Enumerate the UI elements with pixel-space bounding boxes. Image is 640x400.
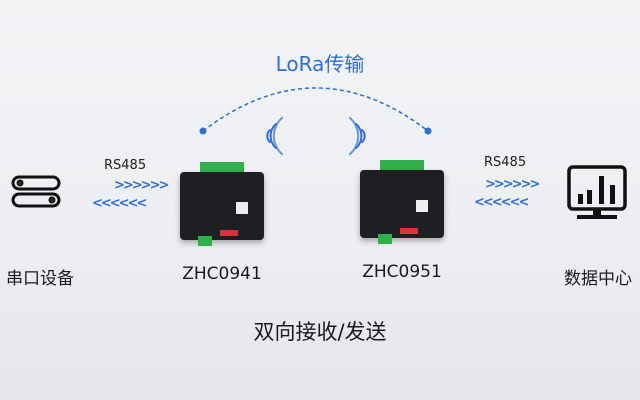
data-center-label: 数据中心 bbox=[564, 269, 632, 289]
device-zhc0941-image bbox=[180, 162, 264, 248]
serial-device-label: 串口设备 bbox=[6, 269, 74, 289]
left-receive-arrows: <<<<<< bbox=[92, 196, 147, 211]
bidirectional-caption: 双向接收/发送 bbox=[253, 320, 387, 344]
left-protocol-label: RS485 bbox=[104, 158, 147, 173]
right-receive-arrows: <<<<<< bbox=[474, 195, 529, 210]
data-center-monitor-icon bbox=[567, 165, 627, 219]
device1-label: ZHC0941 bbox=[182, 264, 262, 284]
lora-title: LoRa传输 bbox=[275, 52, 365, 76]
left-send-arrows: >>>>>> bbox=[114, 178, 169, 193]
right-protocol-label: RS485 bbox=[484, 155, 527, 170]
wifi-signal-icon bbox=[266, 117, 283, 155]
right-send-arrows: >>>>>> bbox=[485, 177, 540, 192]
wifi-signal-icon bbox=[349, 117, 366, 155]
serial-device-icon bbox=[11, 175, 61, 208]
device2-label: ZHC0951 bbox=[362, 262, 442, 282]
device-zhc0951-image bbox=[360, 160, 444, 246]
